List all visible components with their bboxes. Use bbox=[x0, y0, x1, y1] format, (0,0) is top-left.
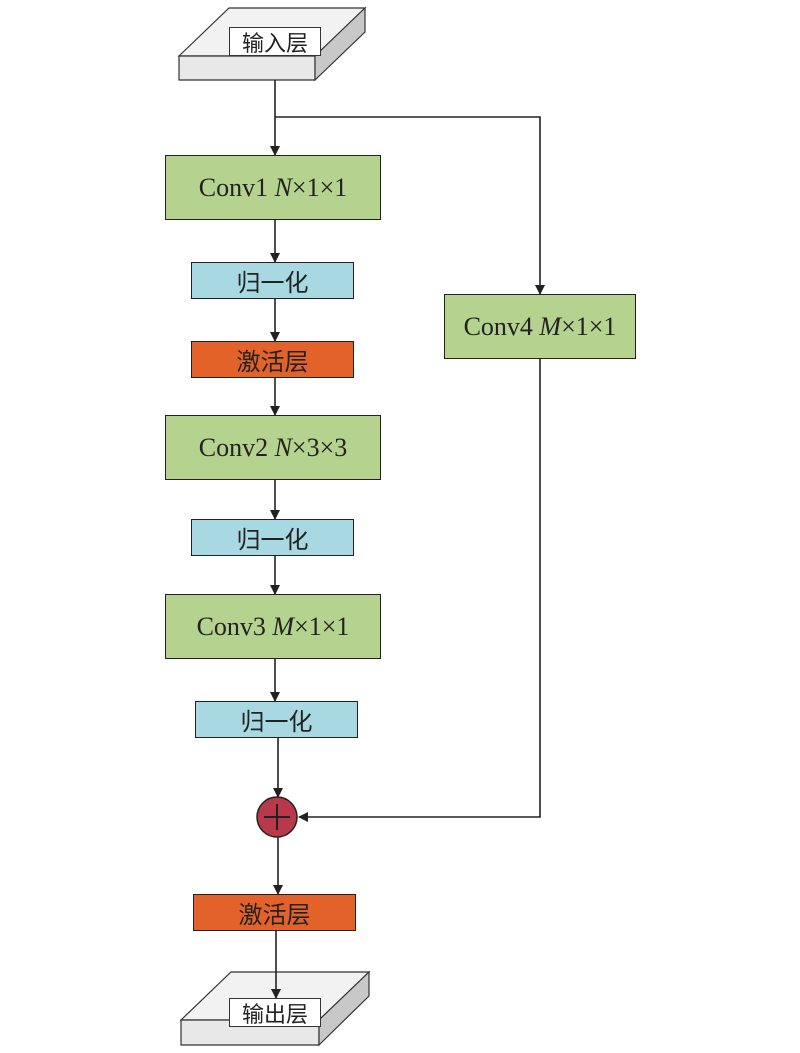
add-node bbox=[256, 796, 298, 838]
output-layer-label: 输出层 bbox=[229, 998, 321, 1028]
output-slab bbox=[179, 970, 371, 1047]
norm3-block: 归一化 bbox=[195, 701, 358, 738]
conv4-block: Conv4 M×1×1 bbox=[444, 294, 636, 359]
norm2-label: 归一化 bbox=[236, 526, 309, 554]
conv3-kernel: ×1×1 bbox=[294, 611, 350, 641]
main-path-arrows bbox=[270, 80, 283, 999]
conv1-name: Conv1 bbox=[198, 172, 269, 202]
conv3-name: Conv3 bbox=[196, 611, 266, 641]
act1-block: 激活层 bbox=[191, 341, 354, 378]
input-layer-label: 输入层 bbox=[229, 27, 321, 57]
act2-label: 激活层 bbox=[238, 901, 311, 929]
norm3-label: 归一化 bbox=[240, 708, 313, 736]
conv1-dim: N bbox=[274, 172, 292, 202]
conv3-dim: M bbox=[272, 611, 295, 641]
conv2-dim: N bbox=[274, 432, 292, 462]
arrow-input-to-conv4 bbox=[275, 116, 545, 295]
conv2-block: Conv2 N×3×3 bbox=[165, 415, 381, 480]
act1-label: 激活层 bbox=[236, 348, 309, 376]
conv4-dim: M bbox=[539, 311, 562, 341]
conv2-kernel: ×3×3 bbox=[291, 432, 348, 462]
arrow-conv4-to-add bbox=[298, 359, 541, 822]
conv1-kernel: ×1×1 bbox=[291, 172, 348, 202]
conv4-name: Conv4 bbox=[463, 311, 533, 341]
norm1-label: 归一化 bbox=[236, 269, 309, 297]
conv2-name: Conv2 bbox=[198, 432, 269, 462]
conv3-block: Conv3 M×1×1 bbox=[165, 594, 381, 659]
norm2-block: 归一化 bbox=[191, 519, 354, 556]
shortcut-path bbox=[275, 116, 545, 822]
act2-block: 激活层 bbox=[193, 894, 356, 931]
norm1-block: 归一化 bbox=[191, 262, 354, 299]
conv1-block: Conv1 N×1×1 bbox=[165, 155, 381, 220]
conv4-kernel: ×1×1 bbox=[561, 311, 617, 341]
